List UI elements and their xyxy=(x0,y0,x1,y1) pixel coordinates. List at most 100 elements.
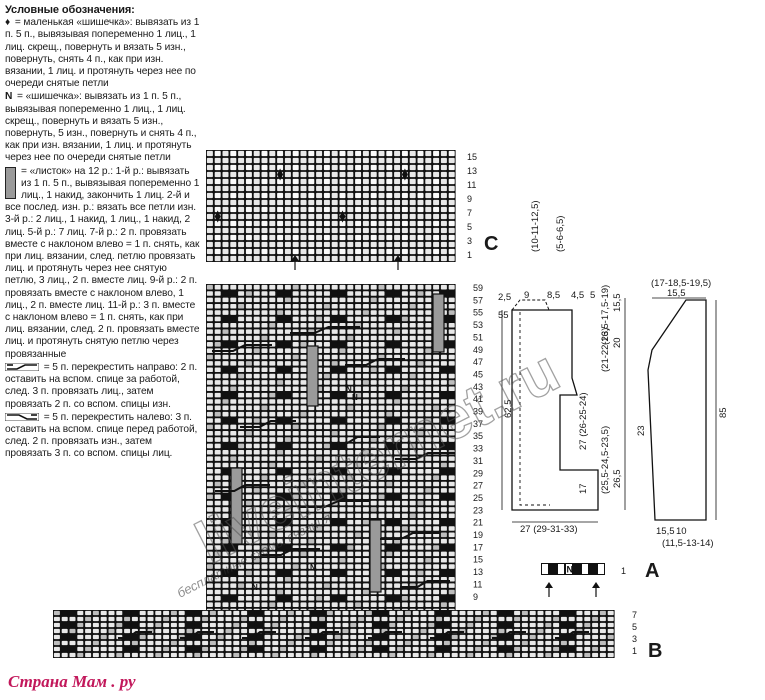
stitch-cell xyxy=(339,564,346,569)
stitch-cell xyxy=(300,185,307,192)
stitch-cell xyxy=(300,297,307,303)
stitch-cell xyxy=(214,469,221,474)
stitch-cell xyxy=(222,469,229,474)
stitch-cell xyxy=(308,532,315,538)
stitch-cell xyxy=(394,557,401,563)
stitch-cell xyxy=(506,640,513,646)
stitch-cell xyxy=(163,634,170,640)
stitch-cell xyxy=(409,303,416,309)
stitch-cell xyxy=(230,557,237,563)
stitch-cell xyxy=(116,628,123,634)
stitch-cell xyxy=(222,171,229,178)
row-number: 39 xyxy=(473,407,483,417)
stitch-cell xyxy=(355,380,362,385)
dim-label: (21-22-23) xyxy=(600,328,611,372)
stitch-cell xyxy=(222,373,229,379)
stitch-cell xyxy=(440,570,447,576)
stitch-cell xyxy=(308,564,315,569)
stitch-cell xyxy=(339,430,346,436)
stitch-cell xyxy=(238,602,245,607)
stitch-cell xyxy=(186,646,193,652)
stitch-cell xyxy=(339,354,346,360)
stitch-cell xyxy=(436,622,443,628)
stitch-cell xyxy=(347,392,354,398)
stitch-cell xyxy=(139,634,146,640)
stitch-cell xyxy=(425,462,432,468)
stitch-cell xyxy=(292,342,299,347)
main-chart-row-numbers: 5957555351494745434139373533312927252321… xyxy=(473,283,483,602)
stitch-cell xyxy=(358,634,365,640)
stitch-cell xyxy=(316,475,323,480)
stitch-cell xyxy=(323,367,330,372)
stitch-cell xyxy=(230,373,237,379)
stitch-cell xyxy=(214,316,221,322)
stitch-cell xyxy=(433,178,440,185)
stitch-cell xyxy=(280,634,287,640)
stitch-cell xyxy=(245,418,252,423)
stitch-cell xyxy=(202,610,209,616)
stitch-cell xyxy=(214,570,221,576)
stitch-cell xyxy=(308,241,315,248)
stitch-cell xyxy=(362,494,369,499)
stitch-cell xyxy=(245,227,252,234)
stitch-cell xyxy=(362,164,369,171)
stitch-cell xyxy=(300,303,307,309)
stitch-cell xyxy=(401,551,408,557)
stitch-cell xyxy=(261,380,268,385)
stitch-cell xyxy=(347,199,354,206)
stitch-cell xyxy=(448,329,455,334)
stitch-cell xyxy=(409,291,416,296)
stitch-cell xyxy=(401,348,408,353)
stitch-cell xyxy=(233,616,240,622)
stitch-cell xyxy=(245,450,252,455)
stitch-cell xyxy=(339,583,346,588)
stitch-cell xyxy=(448,513,455,519)
stitch-cell xyxy=(355,342,362,347)
stitch-cell xyxy=(529,652,536,658)
stitch-cell xyxy=(277,248,284,255)
stitch-cell xyxy=(568,634,575,640)
stitch-cell xyxy=(316,494,323,499)
stitch-cell xyxy=(401,399,408,404)
stitch-cell xyxy=(378,234,385,241)
stitch-cell xyxy=(409,551,416,557)
stitch-cell xyxy=(475,628,482,634)
stitch-cell xyxy=(316,418,323,423)
stitch-cell xyxy=(394,596,401,601)
stitch-cell xyxy=(163,640,170,646)
stitch-cell xyxy=(425,411,432,417)
stitch-cell xyxy=(378,596,385,601)
stitch-cell xyxy=(342,622,349,628)
stitch-cell xyxy=(214,185,221,192)
stitch-cell xyxy=(269,564,276,569)
stitch-cell xyxy=(334,616,341,622)
stitch-cell xyxy=(417,513,424,519)
stitch-cell xyxy=(409,185,416,192)
stitch-cell xyxy=(214,526,221,531)
stitch-cell xyxy=(222,424,229,430)
stitch-cell xyxy=(214,437,221,442)
stitch-cell xyxy=(222,399,229,404)
stitch-cell xyxy=(448,589,455,595)
stitch-cell xyxy=(339,456,346,461)
stitch-cell xyxy=(331,354,338,360)
stitch-cell xyxy=(475,646,482,652)
stitch-cell xyxy=(277,589,284,595)
stitch-cell xyxy=(409,513,416,519)
stitch-cell xyxy=(292,538,299,544)
stitch-cell xyxy=(401,373,408,379)
stitch-cell xyxy=(277,519,284,525)
stitch-cell xyxy=(269,157,276,164)
stitch-cell xyxy=(440,386,447,392)
stitch-cell xyxy=(155,652,162,658)
row-number: 1 xyxy=(632,646,637,656)
stitch-cell xyxy=(381,652,388,658)
stitch-cell xyxy=(308,424,315,430)
stitch-cell xyxy=(269,303,276,309)
stitch-cell xyxy=(506,610,513,616)
stitch-cell xyxy=(386,255,393,262)
stitch-cell xyxy=(323,206,330,213)
stitch-cell xyxy=(323,310,330,315)
stitch-cell xyxy=(355,373,362,379)
stitch-cell xyxy=(370,450,377,455)
